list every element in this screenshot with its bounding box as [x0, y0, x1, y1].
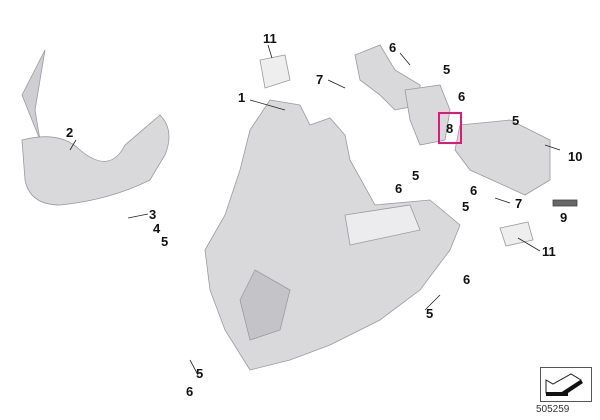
callout-5[interactable]: 5 [196, 366, 204, 381]
callout-5[interactable]: 5 [512, 113, 520, 128]
part-2-side-panel [21, 114, 170, 206]
callout-5[interactable]: 5 [426, 306, 434, 321]
callout-8[interactable]: 8 [446, 121, 454, 136]
callout-11[interactable]: 11 [542, 244, 556, 259]
callout-5[interactable]: 5 [412, 168, 420, 183]
callout-6[interactable]: 6 [458, 89, 466, 104]
part-1-inner-cutout [239, 269, 291, 341]
callout-7[interactable]: 7 [515, 196, 523, 211]
callout-6[interactable]: 6 [470, 183, 478, 198]
callout-5[interactable]: 5 [161, 234, 169, 249]
callout-7[interactable]: 7 [316, 72, 324, 87]
part-10-bracket [454, 119, 551, 196]
orientation-arrow-icon [540, 367, 592, 402]
callout-4[interactable]: 4 [153, 221, 161, 236]
part-9-strip [552, 199, 578, 207]
callout-6[interactable]: 6 [463, 272, 471, 287]
callout-9[interactable]: 9 [560, 210, 568, 225]
callout-6[interactable]: 6 [389, 40, 397, 55]
callout-1[interactable]: 1 [238, 90, 246, 105]
highlight-box-part-8 [438, 112, 462, 144]
callout-5[interactable]: 5 [443, 62, 451, 77]
part-11-cap-right [499, 221, 534, 247]
callout-3[interactable]: 3 [149, 207, 157, 222]
callout-10[interactable]: 10 [568, 149, 583, 164]
callout-6[interactable]: 6 [395, 181, 403, 196]
reference-number: 505259 [536, 404, 570, 415]
callout-11[interactable]: 11 [263, 31, 277, 46]
callout-5[interactable]: 5 [462, 199, 470, 214]
callout-6[interactable]: 6 [186, 384, 194, 399]
part-1-vent [344, 204, 421, 246]
part-11-cap-top [259, 54, 291, 89]
part-windshield-edge [21, 49, 46, 141]
callout-2[interactable]: 2 [66, 125, 74, 140]
